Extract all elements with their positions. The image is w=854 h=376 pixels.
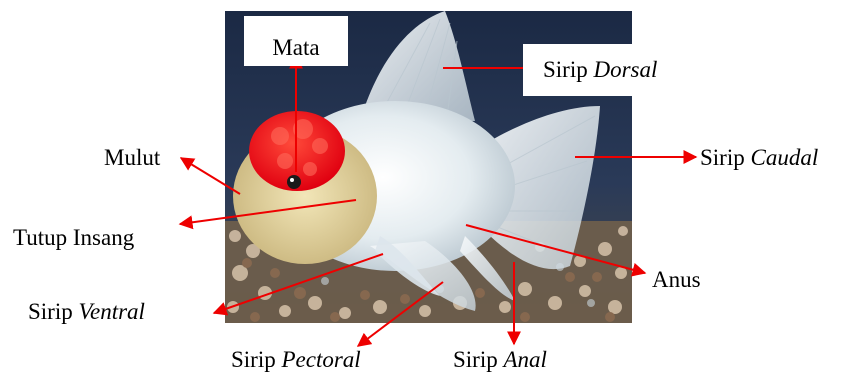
label-anal-italic: Anal: [503, 347, 546, 372]
label-mata: Mata: [244, 16, 348, 66]
label-sirip-anal: Sirip Anal: [453, 348, 547, 371]
label-ventral-italic: Ventral: [78, 299, 144, 324]
label-mulut: Mulut: [104, 146, 160, 169]
label-sirip-ventral: Sirip Ventral: [28, 300, 145, 323]
label-tutup-insang-text: Tutup Insang: [13, 225, 134, 250]
label-anus-text: Anus: [652, 267, 701, 292]
label-sirip-anal-text: Sirip: [453, 347, 503, 372]
label-sirip-dorsal-text: Sirip: [543, 57, 593, 82]
label-mulut-text: Mulut: [104, 145, 160, 170]
label-sirip-ventral-text: Sirip: [28, 299, 78, 324]
label-sirip-pectoral: Sirip Pectoral: [231, 348, 361, 371]
label-pectoral-italic: Pectoral: [281, 347, 360, 372]
label-sirip-caudal-text: Sirip: [700, 145, 750, 170]
label-sirip-caudal: Sirip Caudal: [700, 146, 818, 169]
label-sirip-dorsal: Sirip Dorsal: [523, 44, 701, 96]
label-dorsal-italic: Dorsal: [593, 57, 657, 82]
label-anus: Anus: [652, 268, 701, 291]
label-tutup-insang: Tutup Insang: [13, 226, 134, 249]
label-caudal-italic: Caudal: [750, 145, 818, 170]
label-sirip-pectoral-text: Sirip: [231, 347, 281, 372]
label-mata-text: Mata: [272, 35, 319, 60]
